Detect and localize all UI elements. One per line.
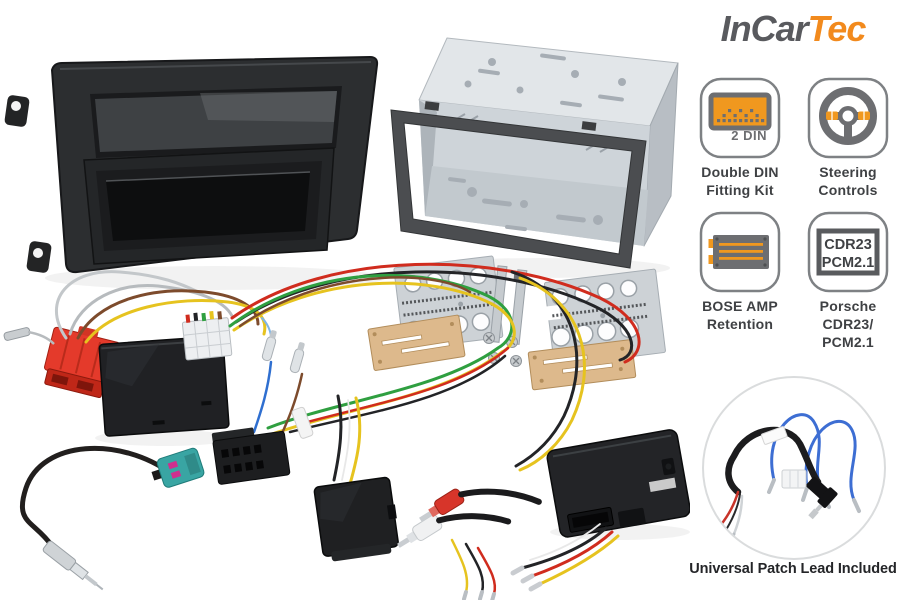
badge-line-cdr23: CDR23: [824, 237, 872, 253]
incartec-logo: InCarTec: [688, 8, 898, 50]
bose-amplifier-icon: [698, 210, 782, 294]
bose-amp-bracket-right: [527, 339, 637, 391]
crimp-lug: [3, 327, 55, 345]
double-din-radio-icon: 2 DIN: [698, 76, 782, 160]
vehicle-interface-box: [546, 429, 690, 538]
feature-steering-controls: Steering Controls: [793, 76, 900, 200]
product-photo: [3, 37, 690, 600]
pigtail-wires: [450, 538, 497, 600]
logo-text-accent: Tec: [807, 8, 867, 49]
fakra-connector: [151, 447, 205, 488]
interface-box-wires: [510, 523, 620, 592]
rca-plugs: [397, 488, 542, 548]
wiring-loom: [54, 270, 267, 344]
feature-bose-amp: BOSE AMP Retention: [685, 210, 795, 334]
cable-label: [760, 426, 788, 445]
amp-retention-module: [313, 476, 399, 562]
canbus-interface-box: [98, 335, 230, 437]
badge-line-pcm21: PCM2.1: [822, 255, 874, 271]
patch-lead-cable: [725, 426, 822, 496]
right-angle-jack: [806, 476, 838, 520]
bose-amp-bracket-left: [367, 314, 466, 371]
feature-label-porsche: Porsche CDR23/ PCM2.1: [819, 298, 877, 350]
mini-iso-connector-white: [181, 310, 233, 361]
single-din-pocket-fascia: [4, 55, 379, 274]
rca-plug-white: [397, 513, 512, 548]
feature-label-steering: Steering Controls: [818, 164, 878, 198]
iso-harness-connector: [211, 427, 291, 485]
steering-wheel-icon: [806, 76, 890, 160]
rca-plug-red: [419, 488, 542, 522]
double-din-surround-frame: [390, 101, 647, 269]
feature-porsche-head-unit: CDR23 PCM2.1 Porsche CDR23/ PCM2.1: [793, 210, 900, 352]
feature-label-bose: BOSE AMP Retention: [702, 298, 778, 332]
split-wire-ends: [714, 490, 744, 543]
feature-label-double-din: Double DIN Fitting Kit: [701, 164, 779, 198]
logo-text-main: InCar: [720, 8, 809, 49]
two-din-badge: 2 DIN: [731, 128, 767, 143]
blue-patch-wires: [767, 413, 861, 513]
patch-lead-caption: Universal Patch Lead Included: [689, 561, 897, 577]
wire-sleeve-label: [291, 406, 314, 439]
nylon-connector: [781, 469, 807, 489]
feature-double-din: 2 DIN Double DIN Fitting Kit: [685, 76, 795, 200]
patch-lead-photo: [702, 376, 886, 560]
bullet-terminals: [261, 330, 305, 374]
din-antenna-plug: [42, 540, 104, 591]
head-unit-model-badge-icon: CDR23 PCM2.1: [806, 210, 890, 294]
fakra-antenna-adapter: [19, 445, 205, 591]
